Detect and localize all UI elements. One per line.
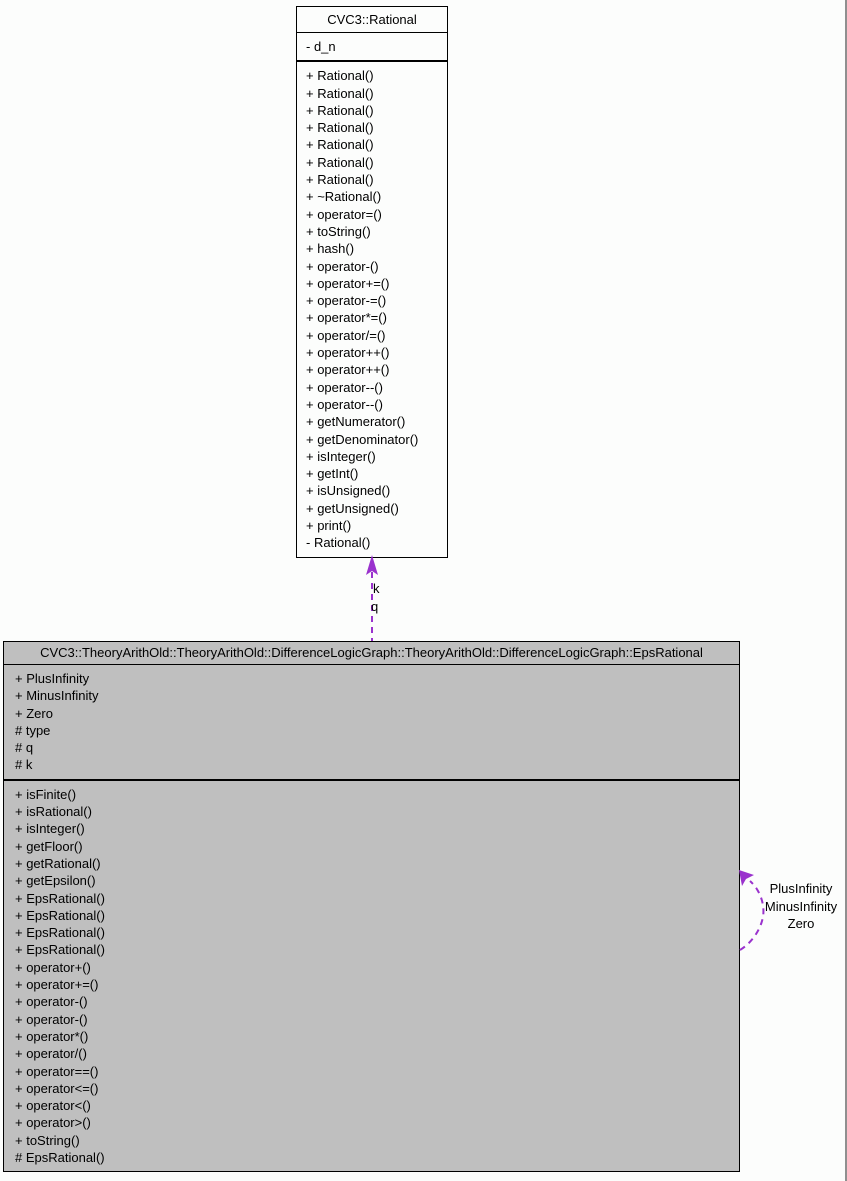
method-item: + EpsRational() bbox=[15, 942, 105, 958]
edge-label-item: PlusInfinity bbox=[769, 881, 833, 896]
method-item: + operator*() bbox=[15, 1028, 89, 1044]
method-item: + EpsRational() bbox=[15, 907, 105, 923]
method-item: + EpsRational() bbox=[15, 890, 105, 906]
method-item: + isRational() bbox=[15, 804, 92, 820]
attribute-item: # type bbox=[15, 722, 51, 738]
method-item: + Rational() bbox=[306, 102, 374, 118]
method-item: - Rational() bbox=[306, 535, 371, 551]
method-item: + operator+() bbox=[15, 959, 91, 975]
method-item: + Rational() bbox=[306, 120, 374, 136]
method-item: + hash() bbox=[306, 241, 355, 257]
method-item: + getEpsilon() bbox=[15, 873, 96, 889]
method-item: + ~Rational() bbox=[306, 189, 382, 205]
method-item: + operator-=() bbox=[306, 293, 387, 309]
usage-edge-arrow bbox=[366, 555, 378, 644]
edge-label-q: q bbox=[371, 599, 379, 614]
method-item: + operator*=() bbox=[306, 310, 387, 326]
attribute-item: + Zero bbox=[15, 705, 53, 721]
method-item: + operator-() bbox=[15, 1011, 88, 1027]
method-item: + getFloor() bbox=[15, 838, 83, 854]
method-item: + EpsRational() bbox=[15, 925, 105, 941]
attribute-item: # q bbox=[15, 740, 34, 756]
method-item: + isInteger() bbox=[306, 448, 376, 464]
class-title-epsrational: CVC3::TheoryArithOld::TheoryArithOld::Di… bbox=[4, 642, 739, 665]
attributes-compartment: + PlusInfinity + MinusInfinity+ Zero# typ… bbox=[4, 665, 739, 781]
method-item: + operator/() bbox=[15, 1046, 87, 1062]
edge-label-k: k bbox=[373, 581, 380, 596]
methods-compartment: + Rational()+ Rational()+ Rational()+ Ra… bbox=[297, 62, 447, 556]
method-item: + isFinite() bbox=[15, 786, 77, 802]
method-item: + isUnsigned() bbox=[306, 483, 391, 499]
attribute-item: + PlusInfinity bbox=[15, 671, 90, 686]
method-item: + getDenominator() bbox=[306, 431, 419, 447]
method-item: + Rational() bbox=[306, 137, 374, 153]
method-item: + getRational() bbox=[15, 855, 101, 871]
method-item: + operator+=() bbox=[15, 977, 99, 993]
method-item: + operator+=() bbox=[306, 275, 390, 291]
page-right-edge-line bbox=[845, 0, 847, 1181]
class-title-rational: CVC3::Rational bbox=[297, 7, 447, 33]
methods-compartment: + isFinite()+ isRational()+ isInteger()+… bbox=[4, 781, 739, 1172]
method-item: + operator=() bbox=[306, 206, 382, 222]
method-item: + toString() bbox=[15, 1132, 80, 1148]
method-item: + operator++() bbox=[306, 345, 390, 361]
method-item: + operator-() bbox=[306, 258, 379, 274]
method-item: + print() bbox=[306, 518, 352, 534]
method-item: + Rational() bbox=[306, 85, 374, 101]
attribute-item: + MinusInfinity bbox=[15, 688, 99, 704]
method-item: + Rational() bbox=[306, 172, 374, 188]
method-item: + getNumerator() bbox=[306, 414, 406, 430]
method-item: + operator/=() bbox=[306, 327, 386, 343]
method-item: + Rational() bbox=[306, 154, 374, 170]
method-item: + operator--() bbox=[306, 396, 383, 412]
method-item: + operator>() bbox=[15, 1115, 91, 1131]
class-box-epsrational: CVC3::TheoryArithOld::TheoryArithOld::Di… bbox=[3, 641, 740, 1173]
class-box-rational: CVC3::Rational - d_n + Rational()+ Ratio… bbox=[296, 6, 448, 558]
method-item: + operator--() bbox=[306, 379, 383, 395]
method-item: + operator++() bbox=[306, 362, 390, 378]
attribute-item: - d_n bbox=[306, 39, 336, 54]
method-item: + isInteger() bbox=[15, 821, 85, 837]
self-loop-edge-arrow bbox=[739, 870, 765, 951]
edge-label-item: Zero bbox=[787, 916, 815, 931]
edge-label-item: MinusInfinity bbox=[764, 898, 838, 914]
method-item: + operator-() bbox=[15, 994, 88, 1010]
method-item: + Rational() bbox=[306, 68, 374, 84]
method-item: + operator<() bbox=[15, 1098, 91, 1114]
method-item: + getInt() bbox=[306, 466, 359, 482]
attributes-compartment: - d_n bbox=[297, 33, 447, 63]
method-item: + toString() bbox=[306, 223, 371, 239]
method-item: # EpsRational() bbox=[15, 1150, 105, 1166]
attribute-item: # k bbox=[15, 757, 33, 773]
method-item: + operator==() bbox=[15, 1063, 99, 1079]
method-item: + getUnsigned() bbox=[306, 500, 399, 516]
method-item: + operator<=() bbox=[15, 1080, 99, 1096]
